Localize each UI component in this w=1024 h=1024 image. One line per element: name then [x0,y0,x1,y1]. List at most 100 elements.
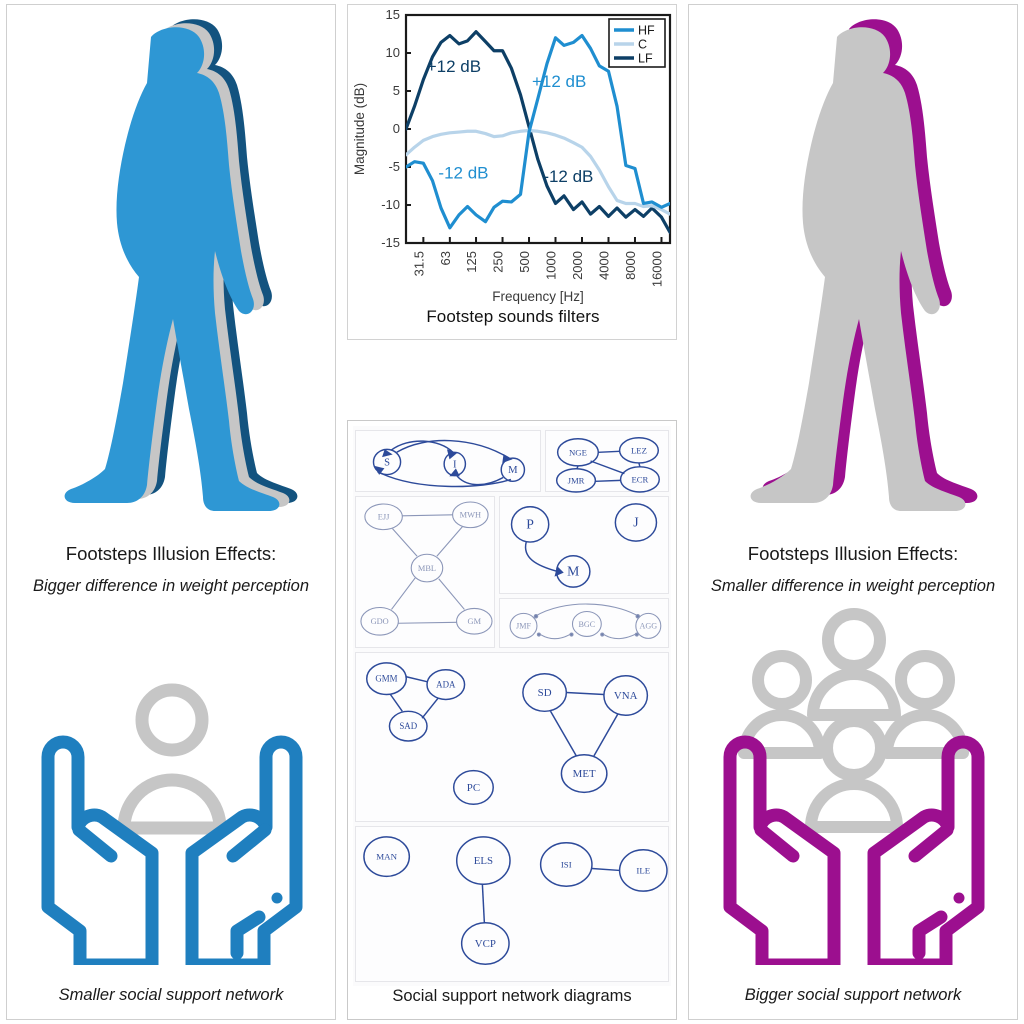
network-box-sim: S I M [355,430,541,492]
hands-group-svg [723,608,985,972]
network-box-pm-j: P M J [499,496,669,594]
chart-series-c [406,128,670,216]
chart-x-tick-label: 125 [464,251,479,273]
person-grey-single [117,683,227,835]
network-node-label: JMR [568,475,585,485]
chart-legend-label: HF [638,24,655,38]
chart-y-tick-label: -5 [388,159,400,174]
network-node-label: ADA [436,680,456,690]
chart-y-tick-label: 15 [386,7,400,22]
chart-title: Footstep sounds filters [426,307,600,326]
walking-figure-blue-svg [64,19,298,511]
network-node-label: MBL [418,564,436,573]
network-node-label: S [384,457,390,468]
panel-left-blue-condition: Footsteps Illusion Effects: Bigger diffe… [6,4,336,1020]
network-man-els-isi-svg: MAN ELS VCP ISI ILE [363,836,668,965]
network-box-ejj: EJJ MWH MBL GDO GM [355,496,495,648]
network-gmm-sd-svg: GMM ADA SAD PC SD VNA MET [365,662,649,805]
chart-annotation: -12 dB [543,167,593,186]
network-box-man-els-isi: MAN ELS VCP ISI ILE [355,826,669,982]
chart-x-tick-label: 8000 [623,251,638,280]
network-jmf-svg: JMF BGC AGG [509,603,662,640]
chart-x-tick-label: 4000 [596,251,611,280]
chart-series-lf [406,30,670,234]
chart-y-tick-label: 5 [393,83,400,98]
network-node-label: ECR [631,474,648,484]
network-node-label: SD [538,687,552,699]
network-node-label: J [633,515,639,530]
network-node-label: MWH [460,511,481,520]
chart-annotation: +12 dB [532,72,586,91]
network-sheet: S I M [353,426,671,986]
hands-holding-single-person-blue [7,665,337,972]
network-node-label: LEZ [631,445,647,455]
chart-x-tick-label: 63 [438,251,453,265]
network-ejj-svg: EJJ MWH MBL GDO GM [360,501,493,636]
network-node-label: JMF [516,622,531,631]
left-caption-title: Footsteps Illusion Effects: [65,543,277,564]
network-node-label: P [526,517,534,532]
network-node-label: GM [468,617,482,626]
hands-magenta [723,735,985,972]
network-node-label: EJJ [378,513,390,522]
walking-figure-magenta-svg [750,19,978,511]
network-node-label: M [508,465,518,476]
network-node-label: ISI [561,860,572,870]
chart-legend-label: LF [638,52,653,66]
chart-y-tick-label: -10 [381,197,400,212]
hands-holding-group-magenta [689,605,1019,972]
walking-figure-magenta [689,11,1019,531]
network-box-nge: NGE LEZ JMR ECR [545,430,669,493]
network-node-label: NGE [569,447,587,457]
chart-series-hf [406,33,670,230]
network-node-label: GDO [371,617,389,626]
network-diagram-card: S I M [347,420,677,1020]
network-node-label: ELS [474,855,493,867]
chart-x-tick-label: 1000 [544,251,559,280]
network-node-label: GMM [375,674,397,684]
network-node-label: SAD [399,721,417,731]
network-node-label: VNA [614,690,638,702]
people-group-grey [738,608,969,833]
center-bottom-caption: Social support network diagrams [392,987,632,1005]
network-node-label: AGG [639,622,657,631]
chart-x-tick-label: 500 [517,251,532,273]
network-node-label: BGC [578,620,595,629]
network-node-label: M [567,564,579,579]
chart-annotation: +12 dB [427,57,481,76]
chart-y-tick-label: 0 [393,121,400,136]
right-bottom-caption: Bigger social support network [744,986,962,1004]
chart-y-tick-label: -15 [381,235,400,250]
walker-light-layer [64,27,280,511]
network-sim-svg: S I M [372,439,526,488]
hands-single-svg [41,683,303,972]
right-caption-subtitle: Smaller difference in weight perception [710,577,996,595]
network-node-label: I [453,459,457,470]
right-caption-title: Footsteps Illusion Effects: [747,543,959,564]
network-box-jmf: JMF BGC AGG [499,598,669,648]
chart-y-tick-label: 10 [386,45,400,60]
chart-x-tick-label: 2000 [570,251,585,280]
network-node-label: ILE [636,865,650,875]
chart-x-tick-label: 16000 [649,251,664,287]
hands-blue [41,735,303,972]
network-box-gmm-sd: GMM ADA SAD PC SD VNA MET [355,652,669,822]
panel-right-magenta-condition: Footsteps Illusion Effects: Smaller diff… [688,4,1018,1020]
network-node-label: MET [573,768,596,780]
network-node-label: MAN [376,852,397,862]
walker-grey-layer-right [750,27,966,511]
network-node-label: PC [467,782,480,794]
network-nge-svg: NGE LEZ JMR ECR [555,437,660,493]
chart-y-axis-label: Magnitude (dB) [352,83,367,175]
walking-figure-blue [7,11,337,531]
network-pm-j-svg: P M J [510,503,658,588]
chart-x-tick-label: 31.5 [411,251,426,276]
chart-legend-label: C [638,38,647,52]
chart-annotation: -12 dB [438,163,488,182]
